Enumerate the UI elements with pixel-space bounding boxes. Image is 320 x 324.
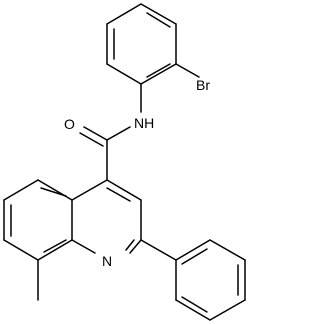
bond [3, 179, 39, 201]
double-bond-inner [40, 187, 67, 197]
double-bond-inner [181, 296, 208, 313]
double-bond-inner [43, 239, 67, 253]
bond [140, 63, 177, 85]
pyridine-ring [71, 179, 142, 254]
bond [175, 239, 211, 261]
double-bond-inner [106, 187, 131, 202]
double-bond-inner [146, 12, 171, 28]
bromine-label: Br [196, 77, 210, 93]
structure-diagram: Br NH O N [3, 3, 246, 321]
double-bond-inner [125, 239, 135, 251]
amide-nitrogen-label: NH [134, 115, 154, 131]
carbon-bromine-bond [175, 63, 200, 78]
carbonyl-bond [83, 126, 108, 141]
bond [209, 299, 246, 321]
bond [209, 239, 246, 261]
benzo-ring [3, 179, 73, 261]
ring-nitrogen-label: N [102, 253, 112, 269]
bond [71, 179, 108, 201]
bond [129, 239, 142, 254]
bond [37, 179, 73, 201]
double-bond-inner [146, 63, 171, 78]
molecule-canvas: Br NH O N [3, 3, 246, 321]
bromophenyl-ring [106, 3, 177, 85]
phenyl-link-bond [140, 239, 177, 261]
phenyl-ring [175, 239, 246, 321]
bond [140, 3, 177, 25]
bond [71, 239, 96, 254]
bond [175, 299, 211, 321]
carbonyl-oxygen-label: O [64, 116, 75, 132]
bond [3, 239, 39, 261]
carbonyl-bond-second [79, 132, 104, 147]
amide-bond [106, 126, 131, 141]
double-bond-inner [181, 248, 208, 265]
bond [106, 63, 142, 85]
bond [106, 179, 142, 201]
bond [37, 239, 73, 261]
bond [106, 3, 142, 25]
